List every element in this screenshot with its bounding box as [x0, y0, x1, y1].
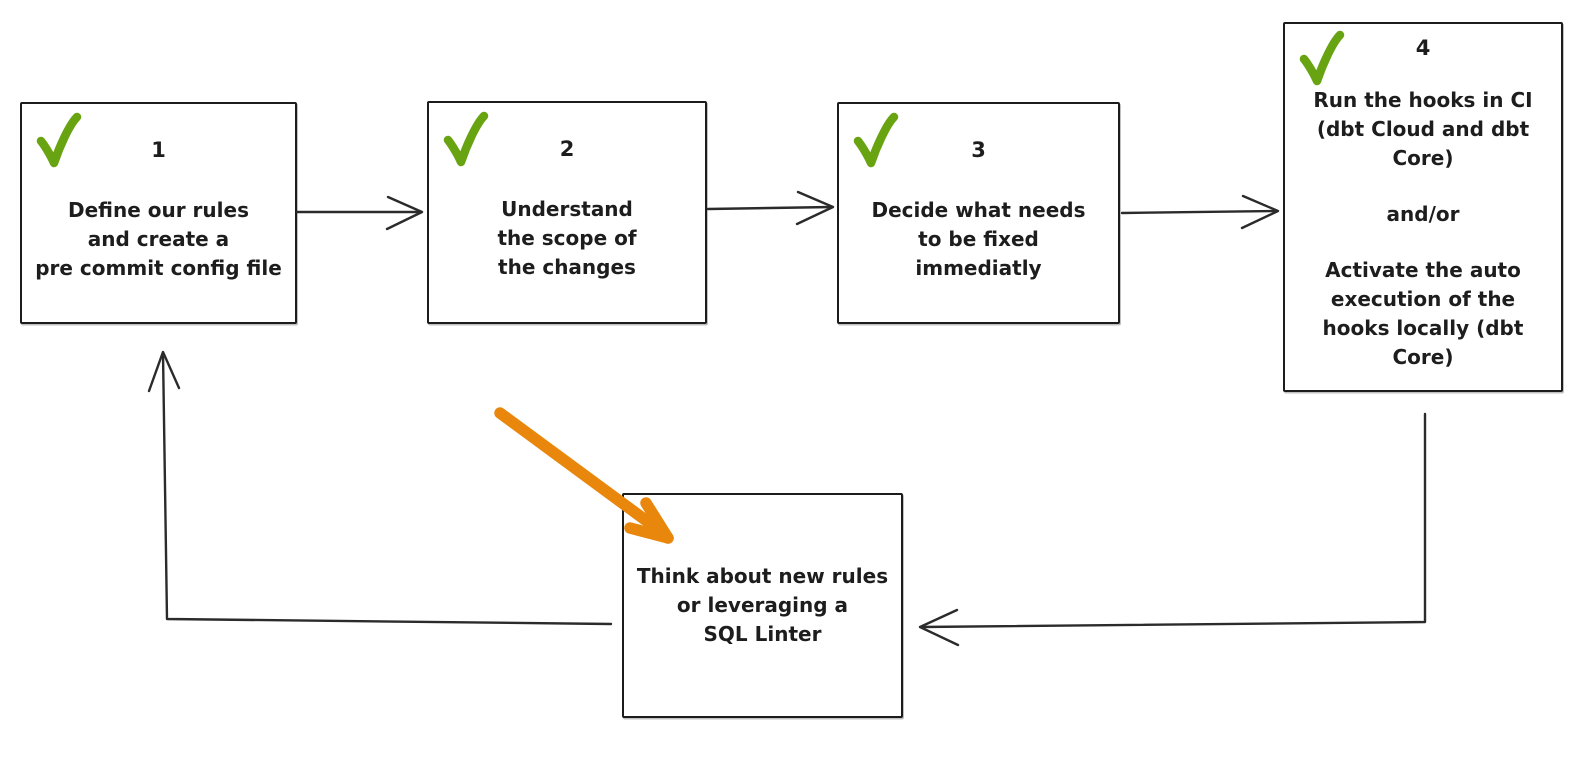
step-text: Define our rules and create a pre commit… — [35, 198, 282, 280]
step-text: Run the hooks in CI (dbt Cloud and dbt C… — [1313, 88, 1533, 369]
step-text: Decide what needs to be fixed immediatly — [871, 198, 1086, 280]
arrow-step1-to-step2-icon — [295, 195, 424, 231]
step-number: 1 — [151, 138, 166, 162]
arrow-step4-to-feedback-icon — [918, 412, 1427, 647]
step-number: 3 — [971, 138, 986, 162]
step-number: 2 — [559, 137, 575, 161]
flow-step-feedback: Think about new rules or leveraging a SQ… — [622, 493, 903, 718]
step-text: Think about new rules or leveraging a SQ… — [636, 564, 889, 646]
flow-step-4: 4 Run the hooks in CI (dbt Cloud and dbt… — [1283, 22, 1563, 392]
step-text: Understand the scope of the changes — [497, 197, 637, 279]
flow-step-3: 3 Decide what needs to be fixed immediat… — [837, 102, 1120, 324]
green-checkmark-icon — [1299, 30, 1345, 86]
green-checkmark-icon — [36, 112, 82, 168]
green-checkmark-icon — [853, 112, 899, 168]
flow-step-2: 2 Understand the scope of the changes — [427, 101, 707, 324]
arrow-step2-to-step3-icon — [706, 190, 835, 226]
flow-step-1: 1 Define our rules and create a pre comm… — [20, 102, 297, 324]
arrow-step3-to-step4-icon — [1120, 194, 1280, 230]
arrow-feedback-to-step1-icon — [147, 350, 613, 626]
green-checkmark-icon — [443, 111, 489, 167]
step-number: 4 — [1415, 36, 1431, 60]
